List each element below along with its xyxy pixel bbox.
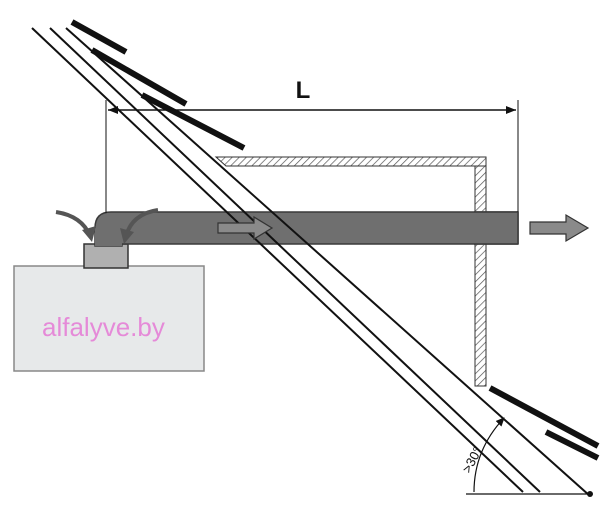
angle-label: >30° — [459, 444, 485, 475]
curved-arrow-icon — [55, 208, 159, 244]
appliance-box — [13, 265, 205, 372]
flue-collar — [83, 243, 129, 269]
flue-pipe — [94, 211, 519, 247]
outlet-arrow-icon — [529, 213, 590, 243]
dimension-l: L — [105, 77, 519, 213]
arrow-right-icon — [217, 215, 274, 241]
watermark-text: alfalyve.by — [42, 312, 165, 342]
roof-covering-strips — [70, 19, 600, 461]
dimension-label: L — [296, 77, 311, 104]
hatched-enclosure — [214, 156, 519, 387]
